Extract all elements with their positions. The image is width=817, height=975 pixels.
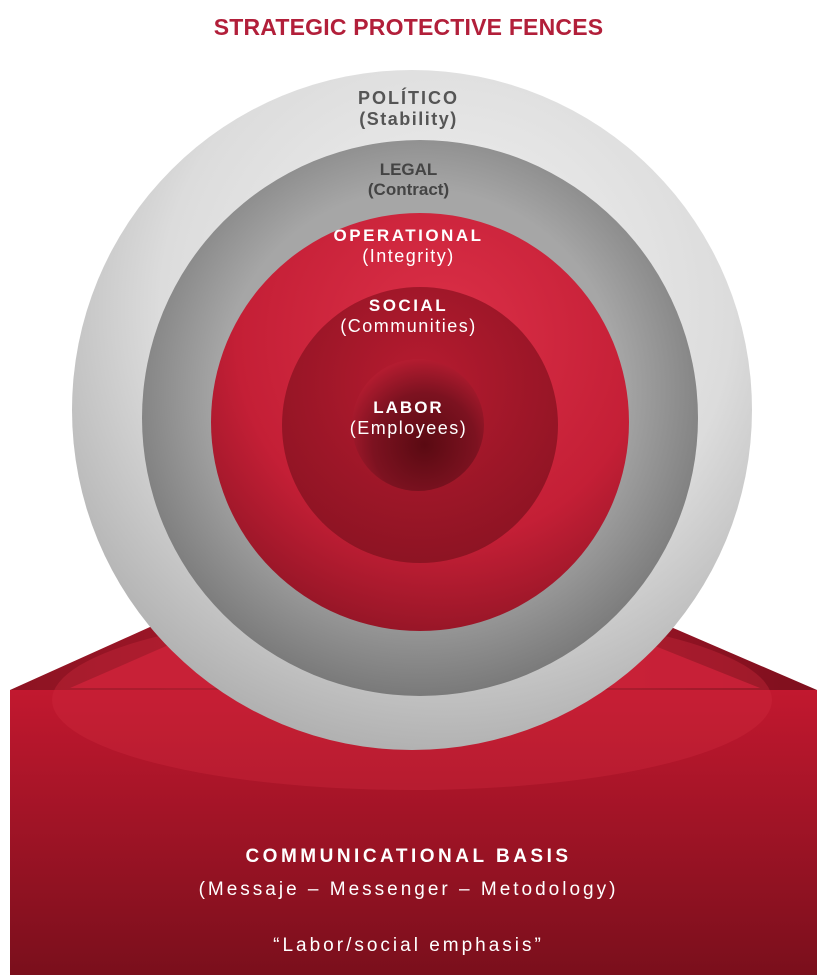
ring-label-legal: LEGAL (Contract): [0, 160, 817, 199]
politico-sub: (Stability): [359, 108, 458, 129]
base-title: COMMUNICATIONAL BASIS: [245, 846, 572, 867]
ring-label-social: SOCIAL (Communities): [0, 296, 817, 336]
page-title: STRATEGIC PROTECTIVE FENCES: [213, 14, 604, 40]
social-name: SOCIAL: [368, 296, 449, 315]
ring-labor: [352, 359, 484, 491]
politico-name: POLÍTICO: [358, 88, 459, 108]
legal-sub: (Contract): [367, 179, 450, 199]
operational-sub: (Integrity): [362, 245, 455, 266]
base-subtitle: (Messaje – Messenger – Metodology): [198, 879, 619, 900]
labor-sub: (Employees): [349, 417, 468, 438]
ring-label-operational: OPERATIONAL (Integrity): [0, 226, 817, 266]
labor-name: LABOR: [373, 398, 444, 417]
ring-label-politico: POLÍTICO (Stability): [0, 88, 817, 129]
legal-name: LEGAL: [379, 160, 438, 179]
social-sub: (Communities): [340, 315, 477, 336]
ring-label-labor: LABOR (Employees): [0, 398, 817, 438]
base-quote: “Labor/social emphasis”: [273, 935, 544, 956]
operational-name: OPERATIONAL: [333, 226, 484, 245]
